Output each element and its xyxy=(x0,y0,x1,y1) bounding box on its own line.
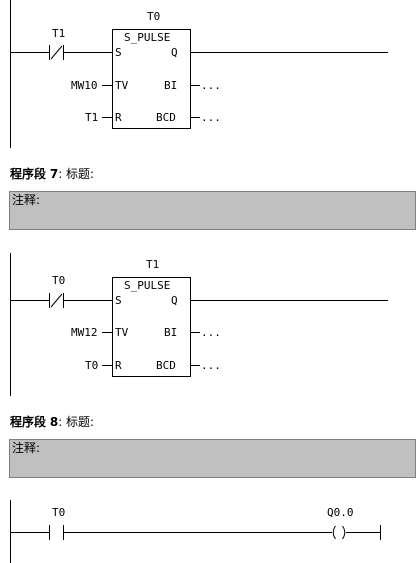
contact-address-label[interactable]: T0 xyxy=(52,274,66,287)
rung-7-graphics xyxy=(10,253,388,396)
network-7-comment[interactable]: 注释: xyxy=(9,191,416,230)
network-title-prefix: 程序段 xyxy=(10,415,47,429)
tv-operand[interactable]: MW10 xyxy=(71,79,98,92)
timer-block[interactable] xyxy=(112,29,192,130)
timer-name-label[interactable]: T0 xyxy=(147,10,161,23)
contact-address-label[interactable]: T1 xyxy=(52,27,66,40)
bi-operand[interactable]: ... xyxy=(201,79,221,92)
network-title-suffix: : 标题: xyxy=(58,415,95,429)
pin-r-label: R xyxy=(115,111,122,124)
pin-s-label: S xyxy=(115,294,122,307)
timer-name-label[interactable]: T1 xyxy=(146,258,160,271)
coil-address-label[interactable]: Q0.0 xyxy=(327,506,354,519)
pin-tv-label: TV xyxy=(115,326,129,339)
network-7-title[interactable]: 程序段 7: 标题: xyxy=(10,167,94,181)
nc-contact[interactable] xyxy=(48,291,65,310)
r-operand[interactable]: T0 xyxy=(85,359,99,372)
output-coil[interactable] xyxy=(330,523,348,542)
pin-bi-label: BI xyxy=(164,79,178,92)
pin-bcd-label: BCD xyxy=(156,359,176,372)
bcd-operand[interactable]: ... xyxy=(201,359,221,372)
bi-operand[interactable]: ... xyxy=(201,326,221,339)
timer-type-label: S_PULSE xyxy=(124,31,171,44)
rung-6-graphics xyxy=(10,0,388,148)
timer-block-box xyxy=(112,29,191,129)
network-8-title[interactable]: 程序段 8: 标题: xyxy=(10,415,94,429)
tv-operand[interactable]: MW12 xyxy=(71,326,98,339)
pin-s-label: S xyxy=(115,46,122,59)
timer-block[interactable] xyxy=(112,277,192,378)
pin-q-label: Q xyxy=(171,46,178,59)
network-number: 8 xyxy=(49,415,59,429)
pin-r-label: R xyxy=(115,359,122,372)
network-title-suffix: : 标题: xyxy=(58,167,95,181)
timer-type-label: S_PULSE xyxy=(124,279,171,292)
pin-bcd-label: BCD xyxy=(156,111,176,124)
contact-address-label[interactable]: T0 xyxy=(52,506,66,519)
nc-contact[interactable] xyxy=(48,43,65,62)
pin-q-label: Q xyxy=(171,294,178,307)
bcd-operand[interactable]: ... xyxy=(201,111,221,124)
network-title-prefix: 程序段 xyxy=(10,167,47,181)
network-8-comment[interactable]: 注释: xyxy=(9,439,416,478)
r-operand[interactable]: T1 xyxy=(85,111,99,124)
network-number: 7 xyxy=(49,167,59,181)
output-coil-graphic xyxy=(332,525,346,540)
no-contact[interactable] xyxy=(48,523,65,542)
timer-block-box xyxy=(112,277,191,377)
rung-8-graphics xyxy=(10,500,381,563)
pin-tv-label: TV xyxy=(115,79,129,92)
pin-bi-label: BI xyxy=(164,326,178,339)
